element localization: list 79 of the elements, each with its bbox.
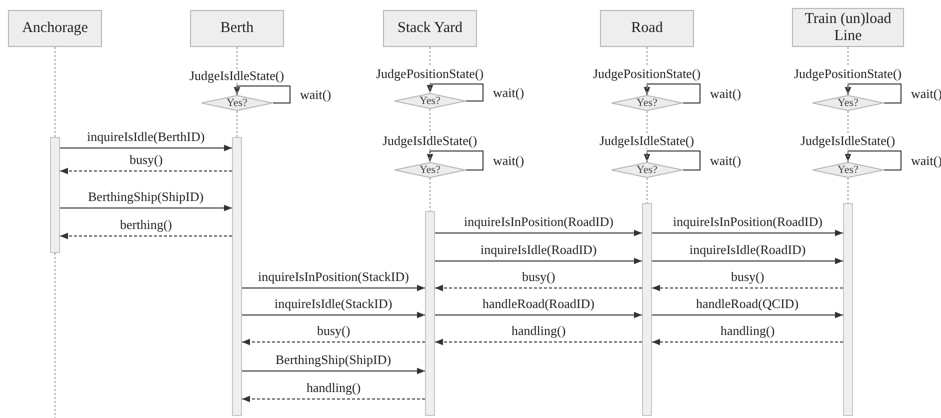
method-label: JudgeIsIdleState(): [598, 134, 696, 148]
decision-diamond: Yes?: [611, 162, 683, 178]
activation-bar: [232, 137, 242, 416]
participant-box: Anchorage: [8, 10, 102, 47]
message-label: inquireIsInPosition(RoadID): [671, 215, 824, 229]
decision-diamond: Yes?: [394, 162, 466, 178]
message-arrow: [60, 204, 232, 212]
loop-arrow: [234, 86, 290, 104]
message-arrow: [242, 284, 426, 292]
lifeline: [236, 46, 238, 96]
message-arrow: [242, 368, 426, 374]
message-label: inquireIsIdle(RoadID): [478, 243, 599, 257]
decision-diamond: Yes?: [812, 162, 884, 178]
message-arrow: [60, 168, 232, 174]
message-label: inquireIsIdle(StackID): [272, 297, 394, 311]
message-arrow: [434, 338, 642, 346]
message-arrow: [652, 284, 844, 292]
message-label: handling(): [304, 381, 363, 395]
message-label: inquireIsInPosition(RoadID): [462, 215, 616, 229]
method-label: JudgeIsIdleState(): [798, 134, 898, 148]
loop-arrow: [844, 150, 902, 170]
method-label: JudgePositionState(): [374, 67, 486, 81]
decision-diamond: Yes?: [394, 93, 466, 109]
message-label: berthing(): [118, 218, 174, 232]
loop-arrow: [644, 84, 700, 104]
message-label: busy(): [520, 270, 558, 284]
message-label: handleRoad(QCID): [694, 297, 801, 311]
message-arrow: [242, 396, 426, 402]
message-label: BerthingShip(ShipID): [274, 353, 394, 367]
message-label: handleRoad(RoadID): [480, 297, 596, 311]
message-label: busy(): [315, 324, 352, 338]
message-arrow: [652, 338, 844, 346]
participant-box: Train (un)load Line: [792, 8, 904, 47]
message-label: inquireIsInPosition(StackID): [256, 270, 411, 284]
message-arrow: [434, 230, 642, 236]
message-label: handling(): [510, 324, 568, 338]
participant-box: Stack Yard: [383, 10, 477, 47]
message-arrow: [434, 258, 642, 264]
method-label: JudgePositionState(): [591, 67, 703, 81]
loop-arrow: [644, 150, 700, 170]
participant-box: Berth: [190, 10, 284, 47]
message-label: busy(): [729, 270, 766, 284]
participant-box: Road: [600, 10, 694, 47]
loop-arrow: [426, 150, 484, 170]
message-label: wait(): [491, 86, 526, 100]
loop-arrow: [844, 84, 902, 104]
message-label: wait(): [298, 88, 334, 102]
message-arrow: [652, 312, 844, 318]
message-arrow: [242, 338, 426, 346]
lifeline: [54, 46, 56, 138]
decision-diamond: Yes?: [812, 95, 884, 111]
decision-diamond: Yes?: [611, 95, 683, 111]
message-label: wait(): [491, 154, 526, 168]
message-arrow: [60, 232, 232, 240]
method-label: JudgeIsIdleState(): [380, 134, 480, 148]
message-arrow: [652, 258, 844, 264]
method-label: JudgePositionState(): [792, 67, 904, 81]
loop-arrow: [426, 84, 484, 102]
activation-bar: [642, 203, 652, 416]
message-label: wait(): [708, 86, 744, 100]
message-arrow: [60, 144, 232, 152]
lifeline: [646, 178, 648, 204]
message-label: busy(): [128, 153, 165, 167]
activation-bar: [50, 137, 60, 253]
message-label: wait(): [708, 154, 744, 168]
message-arrow: [434, 312, 642, 318]
message-label: handling(): [718, 324, 777, 338]
message-arrow: [652, 230, 844, 236]
message-label: BerthingShip(ShipID): [86, 190, 206, 204]
message-label: inquireIsIdle(BerthID): [85, 130, 207, 144]
method-label: JudgeIsIdleState(): [188, 69, 286, 83]
message-label: inquireIsIdle(RoadID): [688, 243, 808, 257]
lifeline: [54, 252, 56, 418]
lifeline: [236, 110, 238, 138]
activation-bar: [843, 203, 853, 416]
decision-diamond: Yes?: [201, 95, 273, 111]
activation-bar: [425, 211, 435, 416]
message-arrow: [242, 312, 426, 318]
message-arrow: [434, 284, 642, 292]
